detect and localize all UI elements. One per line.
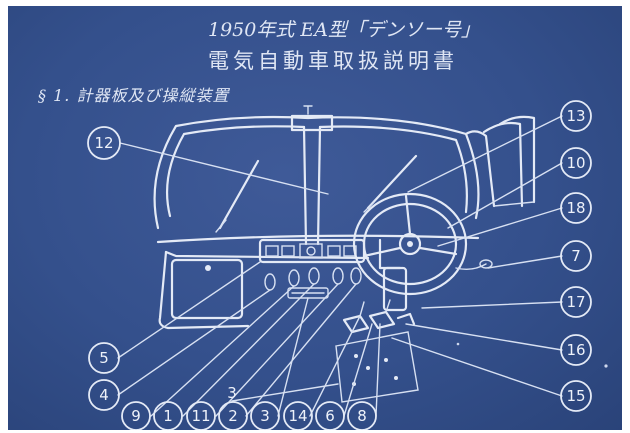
callout-5: 5	[88, 342, 120, 374]
svg-text:17: 17	[566, 293, 585, 311]
callout-15: 15	[560, 380, 592, 412]
svg-text:9: 9	[131, 407, 141, 425]
callout-12: 12	[87, 126, 121, 160]
callout-2: 2	[218, 401, 248, 430]
steering-column	[382, 266, 408, 312]
callout-10: 10	[560, 147, 592, 179]
svg-text:16: 16	[566, 341, 585, 359]
svg-text:11: 11	[191, 407, 210, 425]
callout-11: 11	[186, 401, 216, 430]
svg-text:2: 2	[228, 407, 238, 425]
callout-7: 7	[560, 240, 592, 272]
callout-16: 16	[560, 334, 592, 366]
svg-text:15: 15	[566, 387, 585, 405]
callout-18: 18	[560, 192, 592, 224]
dashboard-diagram: 1950年式 EA型「デンソー号」 電気自動車取扱説明書 § 1. 計器板及び操…	[38, 19, 608, 430]
callout-9: 9	[121, 401, 151, 430]
svg-text:5: 5	[99, 349, 109, 367]
callout-6: 6	[315, 401, 345, 430]
callout-17: 17	[560, 286, 592, 318]
svg-text:1: 1	[163, 407, 173, 425]
callout-1: 1	[153, 401, 183, 430]
svg-text:8: 8	[357, 407, 367, 425]
svg-text:6: 6	[325, 407, 335, 425]
callout-8: 8	[347, 401, 377, 430]
steering-wheel	[352, 192, 493, 312]
title-line-1: 1950年式 EA型「デンソー号」	[208, 19, 480, 41]
svg-text:12: 12	[94, 134, 113, 152]
paper-speck	[604, 364, 608, 368]
svg-text:3: 3	[227, 384, 237, 402]
callout-3-left: 3	[227, 384, 237, 402]
callout-14: 14	[283, 401, 313, 430]
svg-text:10: 10	[566, 154, 585, 172]
svg-text:3: 3	[260, 407, 270, 425]
control-switches	[264, 267, 362, 299]
leader-lines	[117, 115, 563, 417]
callout-13: 13	[560, 100, 592, 132]
svg-text:13: 13	[566, 107, 585, 125]
svg-text:14: 14	[288, 407, 307, 425]
paper-speck	[456, 342, 460, 346]
section-heading: § 1. 計器板及び操縦装置	[38, 86, 230, 105]
wipers	[215, 154, 418, 233]
blueprint-sheet: 1950年式 EA型「デンソー号」 電気自動車取扱説明書 § 1. 計器板及び操…	[8, 6, 622, 430]
glove-box	[170, 258, 244, 320]
title-line-2: 電気自動車取扱説明書	[208, 49, 458, 73]
door-frame	[464, 115, 536, 208]
callout-4: 4	[88, 379, 120, 411]
callout-3: 3	[250, 401, 280, 430]
svg-text:4: 4	[99, 386, 109, 404]
windshield	[153, 105, 480, 246]
svg-text:18: 18	[566, 199, 585, 217]
svg-text:7: 7	[571, 247, 581, 265]
floor-mat	[335, 331, 419, 403]
